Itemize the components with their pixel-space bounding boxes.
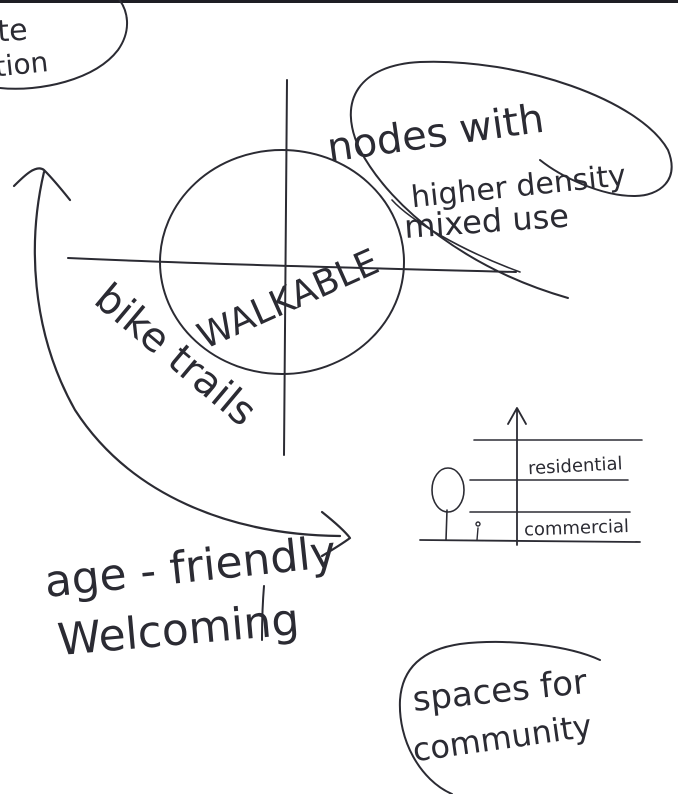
top-left-note-line1: te (0, 12, 29, 49)
nodes-note-line1: nodes with (324, 96, 547, 172)
bike-trail-arrowhead-top (12, 167, 72, 202)
top-left-note-line2: ation (0, 45, 50, 85)
walkable-circle (159, 149, 405, 375)
ground-line (419, 539, 641, 543)
walkable-label: WALKABLE (192, 242, 385, 358)
height-axis-arrowhead (507, 407, 527, 425)
tree-trunk-icon (445, 509, 448, 541)
person-head-icon (475, 521, 481, 527)
top-left-bubble (0, 0, 128, 90)
community-bubble (398, 641, 601, 794)
vertical-axis (283, 79, 288, 456)
horizontal-axis (67, 257, 517, 273)
friendly-underline (261, 585, 265, 641)
bike-trail-arrowhead-bottom (320, 510, 352, 558)
cropped-heading-strip (0, 0, 678, 3)
building-section: residential commercial (419, 407, 643, 546)
commercial-label: commercial (524, 516, 630, 541)
residential-label: residential (528, 453, 623, 479)
friendly-note-line2: Welcoming (56, 594, 302, 666)
bike-trail-curve (33, 170, 342, 538)
tree-canopy-icon (431, 467, 465, 513)
person-body-icon (476, 527, 479, 541)
nodes-bubble-inner (391, 199, 521, 273)
nodes-bubble (349, 60, 673, 299)
